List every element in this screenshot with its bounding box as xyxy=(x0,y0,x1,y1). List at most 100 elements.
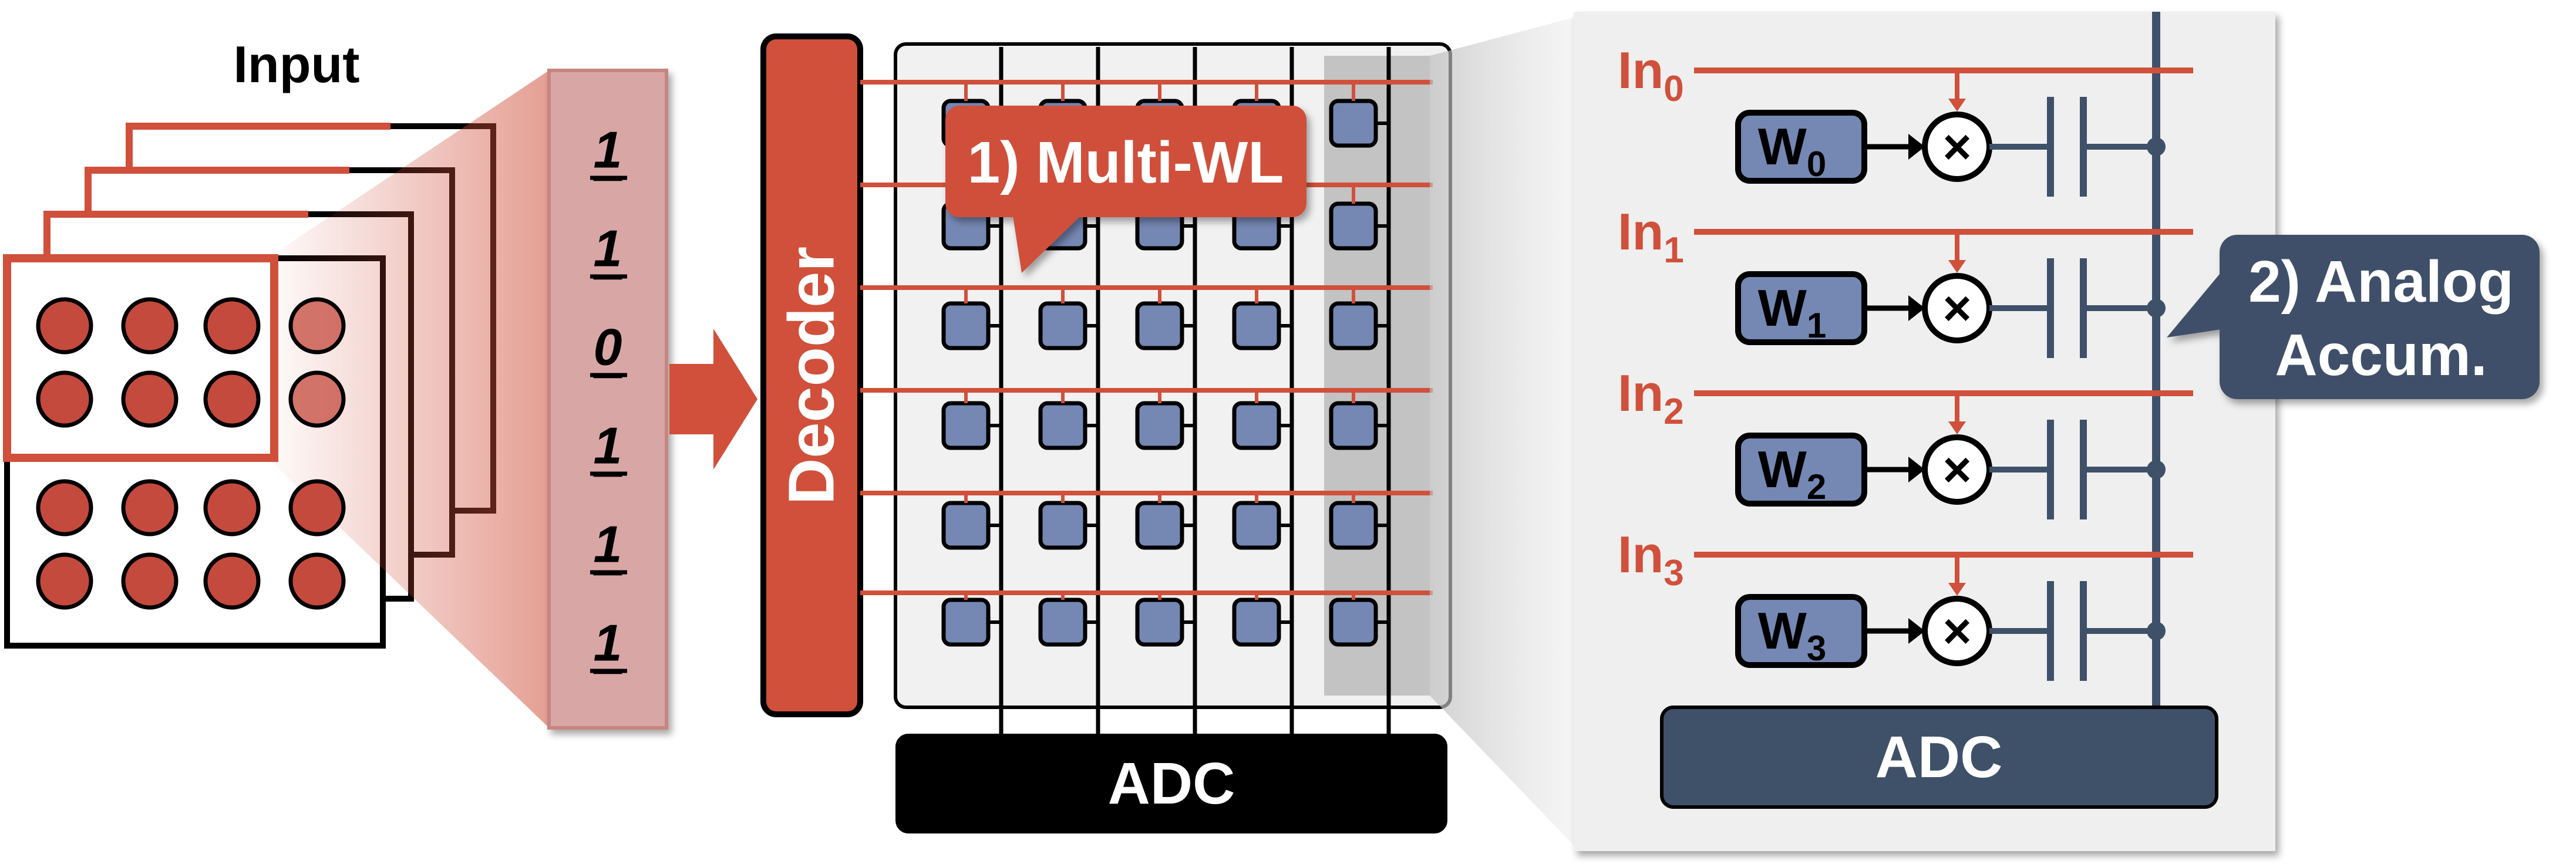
memory-cell xyxy=(941,598,991,647)
memory-cell xyxy=(1329,501,1378,550)
input-drop-arrowhead xyxy=(1948,421,1966,434)
input-dot xyxy=(36,552,93,610)
decoder: Decoder xyxy=(760,33,863,717)
weight-label: W1 xyxy=(1758,279,1826,345)
input-drop-arrowhead xyxy=(1948,260,1966,273)
memory-cell xyxy=(1038,301,1087,350)
input-arrow xyxy=(669,329,757,470)
input-dot xyxy=(36,370,93,428)
input-line-label-sub: 3 xyxy=(1664,553,1683,593)
bitline-junction xyxy=(2147,299,2166,318)
array-adc-label: ADC xyxy=(1108,751,1235,816)
memory-cell xyxy=(941,301,991,350)
callout-analog-line2: Accum. xyxy=(2275,322,2487,388)
memory-cell xyxy=(1329,99,1378,148)
input-window xyxy=(3,254,278,462)
input-dot xyxy=(203,297,261,355)
input-line-label: In0 xyxy=(1618,41,1684,109)
weight-label-base: W xyxy=(1758,440,1807,498)
array-adc: ADC xyxy=(895,734,1447,833)
memory-cell xyxy=(1232,501,1281,550)
input-drop-arrowhead xyxy=(1948,583,1966,596)
input-dot xyxy=(288,370,346,428)
input-dot xyxy=(121,552,179,610)
memory-cell xyxy=(1038,501,1087,550)
memory-cell xyxy=(1329,201,1378,251)
input-line-label-sub: 2 xyxy=(1664,392,1683,432)
projection-wedge-gray xyxy=(1430,18,1574,845)
callout-analog-line1: 2) Analog xyxy=(2248,249,2514,315)
input-line-label-base: In xyxy=(1618,203,1664,261)
multiplier-symbol: × xyxy=(1942,442,1971,497)
bit-strip-box xyxy=(547,69,668,730)
memory-cell xyxy=(1329,598,1378,647)
callout-multi-wl: 1) Multi-WL xyxy=(945,106,1306,273)
input-dot xyxy=(203,370,261,428)
input-line-label: In2 xyxy=(1618,364,1684,432)
weight-label: W0 xyxy=(1758,117,1826,184)
callout-multi-wl-tail xyxy=(1013,216,1080,273)
weight-label-sub: 2 xyxy=(1807,467,1826,507)
callout-analog-box xyxy=(2220,235,2540,399)
input-dot xyxy=(203,552,261,610)
bit-value: 1 xyxy=(594,121,622,179)
weight-label: W2 xyxy=(1758,440,1826,507)
callout-analog-accum: 2) Analog Accum. xyxy=(2167,235,2540,399)
bitline-junction xyxy=(2147,137,2166,156)
input-label: Input xyxy=(233,35,359,93)
input-line-label-base: In xyxy=(1618,525,1664,583)
callout-analog-tail xyxy=(2167,267,2225,338)
weight-label-sub: 3 xyxy=(1807,629,1826,668)
input-dot xyxy=(121,297,179,355)
memory-cell xyxy=(1135,598,1184,647)
input-layer-outline-red-2 xyxy=(43,211,308,261)
multiplier-symbol: × xyxy=(1942,281,1971,336)
decoder-box xyxy=(760,33,863,717)
bit-value: 1 xyxy=(594,515,622,573)
input-feature-stack: Input xyxy=(3,35,549,728)
weight-label-sub: 1 xyxy=(1807,306,1826,345)
input-line-label-base: In xyxy=(1618,364,1664,422)
input-dot xyxy=(288,297,346,355)
detail-adc: ADC xyxy=(1660,706,2218,809)
weight-arrowhead xyxy=(1908,295,1925,321)
weight-label-base: W xyxy=(1758,117,1807,176)
weight-arrowhead xyxy=(1908,618,1925,644)
memory-cell xyxy=(1038,401,1087,450)
callout-multi-wl-box xyxy=(945,106,1306,217)
detail-adc-label: ADC xyxy=(1875,724,2003,790)
input-line-label-base: In xyxy=(1618,41,1664,99)
input-line-label: In3 xyxy=(1618,525,1684,593)
bit-value: 0 xyxy=(594,318,622,376)
bitline-junction xyxy=(2147,622,2166,640)
input-layer-outline-red-4 xyxy=(126,123,390,173)
decoder-label: Decoder xyxy=(776,247,848,505)
input-lower-dots xyxy=(36,479,346,610)
callout-multi-wl-text: 1) Multi-WL xyxy=(968,130,1284,195)
memory-cell xyxy=(1232,301,1281,350)
memory-cell xyxy=(1232,598,1281,647)
input-dot xyxy=(121,370,179,428)
detail-adc-box xyxy=(1660,706,2218,809)
input-dot xyxy=(36,297,93,355)
input-drop-arrowhead xyxy=(1948,99,1966,112)
bit-value: 1 xyxy=(594,220,622,278)
projection-wedge-red xyxy=(267,70,549,728)
input-dot xyxy=(36,479,93,536)
weight-label-base: W xyxy=(1758,279,1807,337)
input-line-label-sub: 1 xyxy=(1664,230,1683,271)
bit-value: 1 xyxy=(594,614,622,672)
bit-value: 1 xyxy=(594,417,622,475)
weight-arrowhead xyxy=(1908,134,1925,160)
input-layer-outline-red-3 xyxy=(85,167,349,217)
multiplier-symbol: × xyxy=(1942,119,1971,174)
input-window-dots xyxy=(36,297,346,428)
memory-cell xyxy=(941,401,991,450)
memory-cell xyxy=(1135,401,1184,450)
multiplier-symbol: × xyxy=(1942,603,1971,659)
weight-arrowhead xyxy=(1908,457,1925,482)
input-line-label: In1 xyxy=(1618,203,1684,271)
weight-label-sub: 0 xyxy=(1807,144,1826,184)
weight-label: W3 xyxy=(1758,602,1826,668)
